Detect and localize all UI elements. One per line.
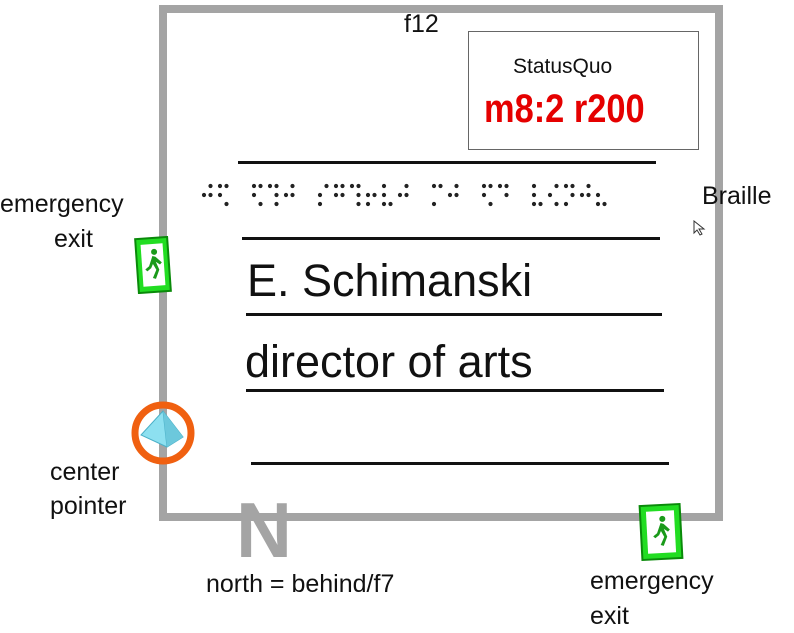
status-title: StatusQuo	[513, 55, 613, 78]
braille-dot	[356, 192, 361, 198]
emergency-exit-bottom-line1: emergency	[590, 567, 714, 595]
braille-dot	[274, 183, 279, 189]
braille-dot	[274, 201, 279, 207]
braille-dot	[431, 183, 437, 189]
braille-dot	[531, 201, 537, 207]
braille-dot	[488, 201, 493, 207]
braille-dot	[488, 183, 493, 189]
braille-dot	[208, 192, 213, 198]
braille-dot	[324, 183, 329, 189]
braille-dots	[200, 180, 675, 212]
braille-dot	[201, 192, 207, 198]
braille-dot	[454, 183, 459, 189]
emergency-exit-left-icon	[134, 236, 172, 294]
braille-dot	[538, 201, 543, 207]
braille-dot	[547, 192, 553, 198]
frame-label: f12	[404, 10, 439, 38]
braille-dot	[586, 192, 591, 198]
cursor-icon	[693, 219, 707, 241]
braille-dot	[224, 183, 229, 189]
braille-dot	[554, 183, 559, 189]
braille-dot	[602, 201, 607, 207]
center-pointer-line2: pointer	[50, 492, 127, 520]
braille-dot	[481, 192, 487, 198]
status-box	[468, 31, 699, 150]
braille-dot	[404, 192, 409, 198]
braille-dot	[290, 192, 295, 198]
sign-rule-3	[246, 313, 662, 316]
braille-dot	[381, 201, 387, 207]
sign-rule-4	[246, 389, 664, 392]
braille-dot	[356, 201, 361, 207]
braille-dot	[497, 183, 503, 189]
braille-dot	[208, 183, 213, 189]
braille-dot	[454, 192, 459, 198]
braille-dot	[570, 183, 575, 189]
braille-dot	[586, 183, 591, 189]
braille-dot	[570, 192, 575, 198]
braille-dot	[381, 192, 387, 198]
braille-dot	[333, 192, 339, 198]
sign-title: director of arts	[245, 336, 533, 387]
braille-dot	[595, 201, 601, 207]
sign-name: E. Schimanski	[247, 255, 533, 306]
braille-dot	[381, 183, 387, 189]
braille-dot	[579, 192, 585, 198]
braille-dot	[504, 192, 509, 198]
braille-dot	[404, 183, 409, 189]
center-pointer-line1: center	[50, 458, 120, 486]
braille-dot	[251, 192, 257, 198]
braille-dot	[217, 192, 223, 198]
braille-dot	[283, 192, 289, 198]
braille-dot	[388, 201, 393, 207]
braille-dot	[563, 183, 569, 189]
braille-dot	[340, 183, 345, 189]
braille-dot	[372, 192, 377, 198]
sign-rule-top	[238, 161, 656, 164]
braille-dot	[504, 183, 509, 189]
braille-dot	[554, 201, 559, 207]
sign-rule-2	[242, 237, 660, 240]
braille-dot	[531, 183, 537, 189]
braille-dot	[397, 192, 403, 198]
braille-dot	[217, 183, 223, 189]
braille-dot	[438, 183, 443, 189]
braille-dot	[563, 201, 569, 207]
emergency-exit-bottom-line2: exit	[590, 602, 629, 630]
braille-dot	[258, 201, 263, 207]
braille-dot	[595, 192, 601, 198]
braille-dot	[251, 183, 257, 189]
braille-dot	[290, 183, 295, 189]
braille-dot	[258, 183, 263, 189]
braille-dot	[356, 183, 361, 189]
braille-dot	[365, 192, 371, 198]
center-pointer-icon	[127, 401, 202, 470]
braille-dot	[481, 183, 487, 189]
braille-dot	[349, 183, 355, 189]
north-marker: N	[236, 486, 294, 574]
sign-rule-bottom	[251, 462, 669, 465]
braille-dot	[340, 192, 345, 198]
braille-dot	[431, 201, 437, 207]
braille-dot	[274, 192, 279, 198]
status-value: m8:2 r200	[484, 87, 645, 131]
braille-dot	[224, 201, 229, 207]
emergency-exit-left-line1: emergency	[0, 190, 124, 218]
emergency-exit-bottom-icon	[637, 502, 684, 562]
braille-dot	[317, 201, 323, 207]
north-label: north = behind/f7	[206, 570, 395, 598]
braille-dot	[333, 183, 339, 189]
north-letter: N	[236, 495, 292, 561]
braille-dot	[531, 192, 537, 198]
emergency-exit-left-line2: exit	[54, 225, 93, 253]
braille-label: Braille	[702, 182, 772, 210]
braille-dot	[365, 201, 371, 207]
braille-dot	[447, 192, 453, 198]
braille-dot	[317, 192, 323, 198]
braille-dot	[267, 183, 273, 189]
